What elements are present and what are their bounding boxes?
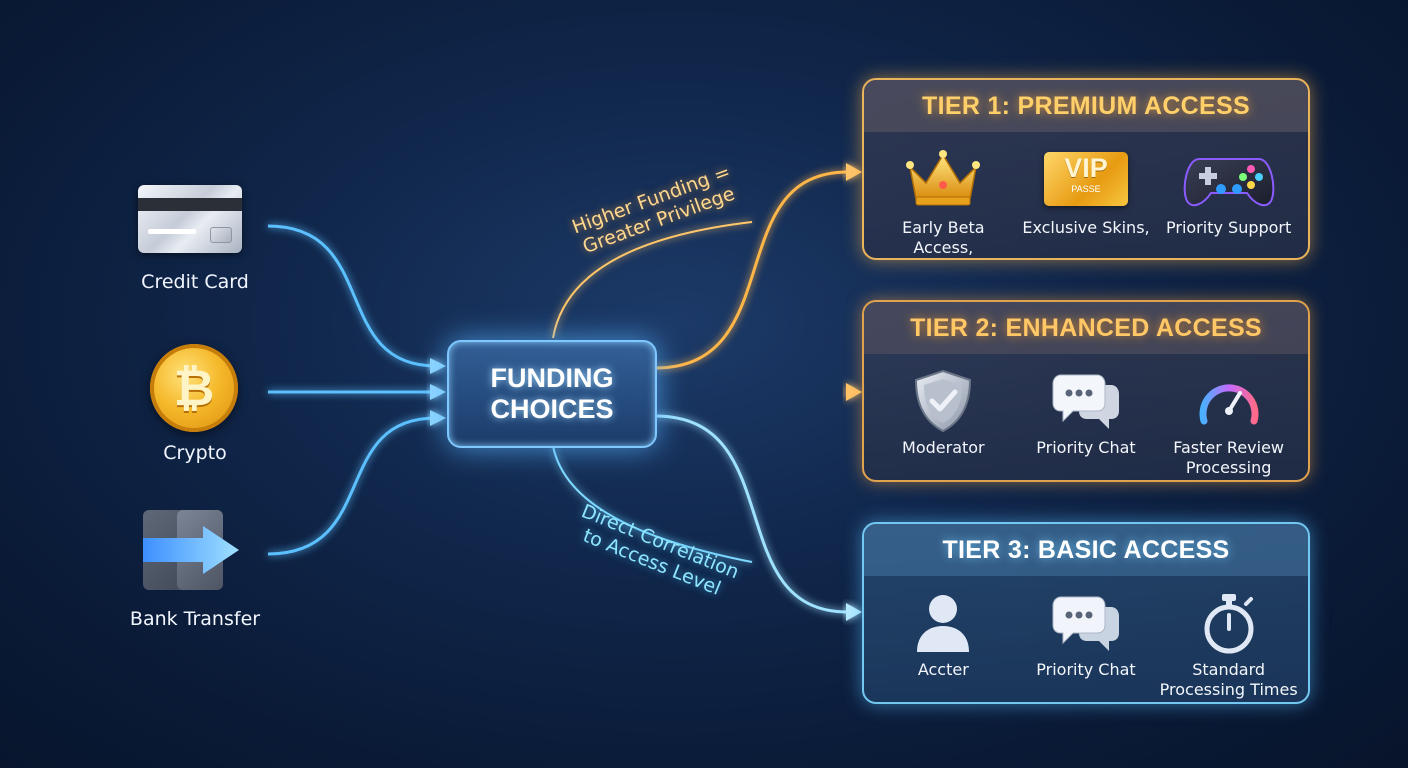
tier-item-label: Faster Review Processing xyxy=(1173,438,1285,477)
funding-choices-node: FUNDING CHOICES xyxy=(447,340,657,448)
credit-card-icon xyxy=(138,185,242,253)
arrowhead-tier-2 xyxy=(846,383,862,401)
arrowhead-bank xyxy=(430,410,446,426)
tier-item-label: Accter xyxy=(917,660,969,679)
vip-pass-icon: VIP PASSE xyxy=(1043,152,1128,206)
tier-title: TIER 2: ENHANCED ACCESS xyxy=(864,302,1308,354)
vip-pass-subtext: PASSE xyxy=(1071,184,1101,194)
speed-gauge-icon xyxy=(1199,384,1259,425)
bitcoin-coin-icon: ₿ xyxy=(150,344,238,432)
crown-icon xyxy=(906,150,981,206)
source-credit-card: Credit Card xyxy=(95,185,295,295)
tier-item-label: Priority Support xyxy=(1166,218,1292,237)
tier-item: Moderator xyxy=(874,354,1012,478)
tier-item: Priority Chat xyxy=(1017,576,1155,700)
arrowhead-tier-1 xyxy=(846,163,862,181)
tier-item: Early Beta Access, xyxy=(874,132,1012,258)
stopwatch-icon xyxy=(1204,594,1254,654)
tier-item-label: Priority Chat xyxy=(1036,438,1136,457)
tier-item: Priority Chat xyxy=(1017,354,1155,478)
source-label: Credit Card xyxy=(141,271,249,293)
tier-item: Faster Review Processing xyxy=(1160,354,1298,478)
center-node-label: FUNDING CHOICES xyxy=(490,363,614,424)
source-crypto: ₿ Crypto xyxy=(95,344,295,468)
tier-item-label: Early Beta Access, xyxy=(902,218,985,257)
tier-3-panel: TIER 3: BASIC ACCESS Accter Priority Cha… xyxy=(862,522,1310,704)
connector-tier-3 xyxy=(654,414,849,614)
shield-check-icon xyxy=(915,369,972,433)
connector-tier-1 xyxy=(654,170,849,370)
source-label: Crypto xyxy=(163,442,227,464)
chat-bubbles-icon xyxy=(1052,596,1119,651)
vip-pass-text: VIP xyxy=(1064,153,1108,183)
tier-item-label: Exclusive Skins, xyxy=(1022,218,1150,237)
arrowhead-tier-3 xyxy=(846,603,862,621)
tier-title: TIER 3: BASIC ACCESS xyxy=(864,524,1308,576)
transfer-arrow-icon xyxy=(143,510,243,590)
user-icon xyxy=(917,595,970,652)
source-bank-transfer: Bank Transfer xyxy=(95,510,295,630)
tier-item-label: Priority Chat xyxy=(1036,660,1136,679)
arrowhead-credit-card xyxy=(430,358,446,374)
source-label: Bank Transfer xyxy=(129,608,261,630)
tier-1-panel: TIER 1: PREMIUM ACCESS Early Beta Access… xyxy=(862,78,1310,260)
connector-credit-card xyxy=(267,224,437,368)
tier-item: Accter xyxy=(874,576,1012,700)
tier-item: VIP PASSE Exclusive Skins, xyxy=(1017,132,1155,258)
tier-item: Priority Support xyxy=(1160,132,1298,258)
tier-item: Standard Processing Times xyxy=(1160,576,1298,700)
arrowhead-crypto xyxy=(430,384,446,400)
connector-bank xyxy=(267,416,437,556)
tier-2-panel: TIER 2: ENHANCED ACCESS Moderator xyxy=(862,300,1310,482)
chat-bubbles-icon xyxy=(1052,374,1119,429)
tier-title: TIER 1: PREMIUM ACCESS xyxy=(864,80,1308,132)
tier-item-label: Moderator xyxy=(902,438,985,457)
connector-annotation-top xyxy=(552,221,753,339)
tier-item-label: Standard Processing Times xyxy=(1159,660,1298,699)
gamepad-icon xyxy=(1183,158,1274,207)
connector-annotation-bottom xyxy=(552,445,753,563)
